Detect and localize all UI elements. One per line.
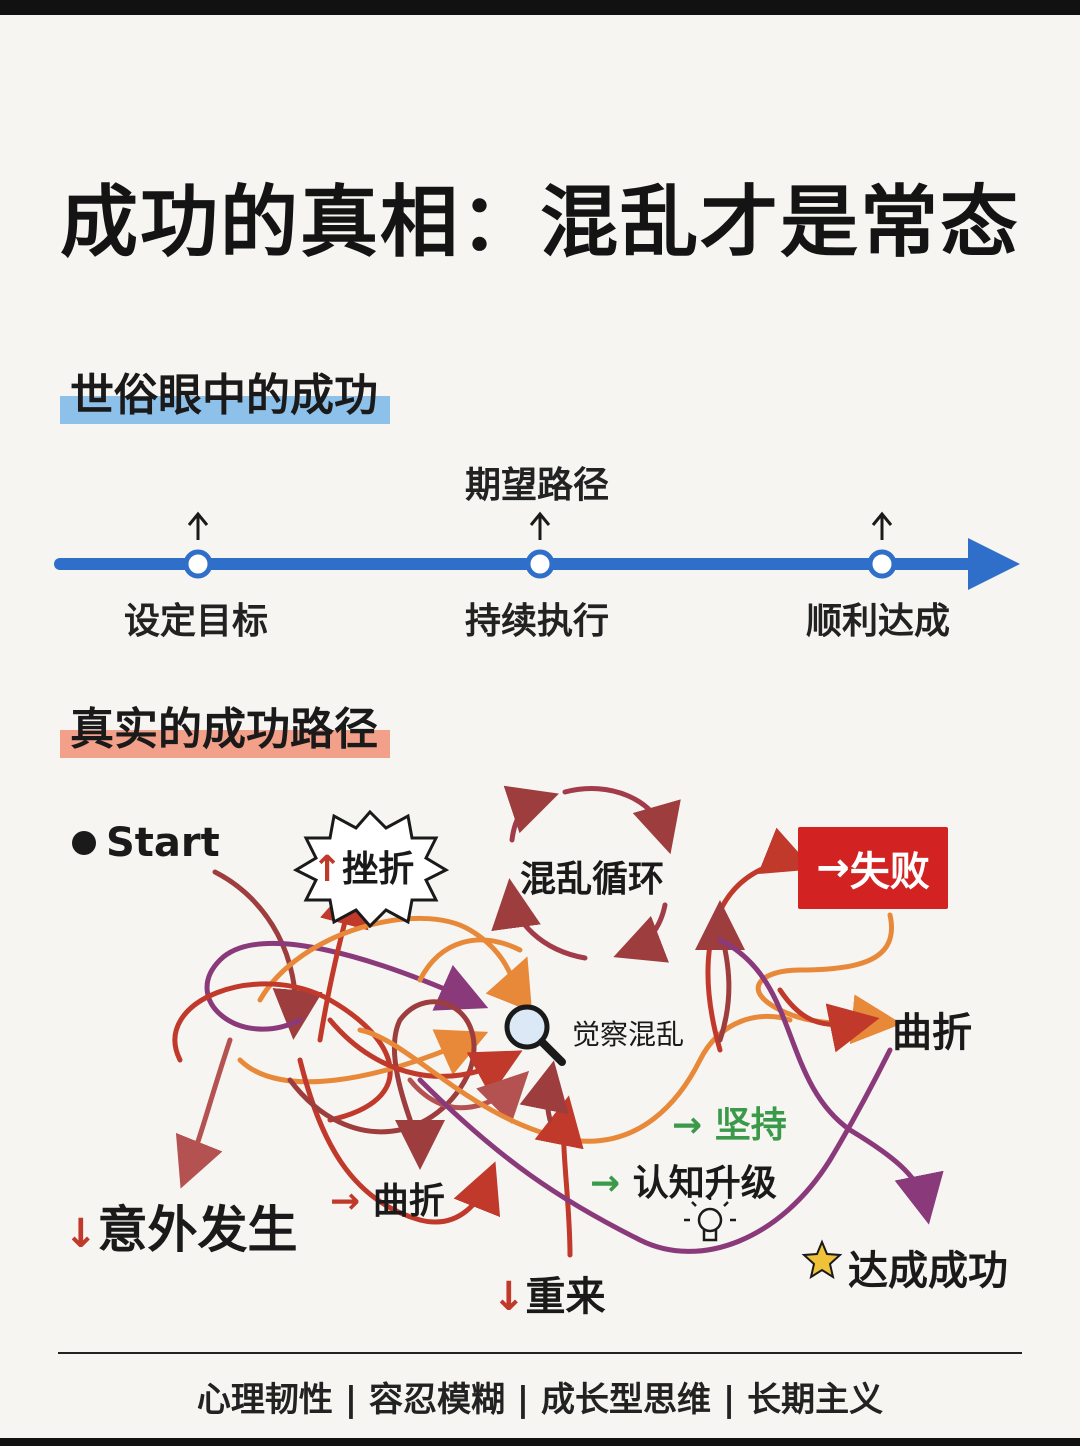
right-arrow-icon: → <box>816 845 850 891</box>
setback-burst-icon <box>292 809 450 929</box>
restart-label: ↓重来 <box>492 1274 606 1320</box>
step-set-goal: 设定目标 <box>124 601 269 642</box>
down-arrow-icon: ↓ <box>492 1274 526 1320</box>
twist-bottom-label: → 曲折 <box>330 1181 445 1222</box>
section-expected-heading: 世俗眼中的成功 <box>60 368 390 424</box>
expected-path-label: 期望路径 <box>465 465 610 506</box>
footer-item: 长期主义 <box>747 1380 884 1420</box>
chaos-cycle-label: 混乱循环 <box>520 859 665 900</box>
step-achieved: 顺利达成 <box>806 601 951 642</box>
page-title: 成功的真相：混乱才是常态 <box>59 178 1020 268</box>
start-dot-icon <box>72 831 96 855</box>
right-arrow-icon: → <box>590 1163 633 1204</box>
footer-item: 成长型思维 <box>541 1380 712 1420</box>
start-label: Start <box>106 820 220 866</box>
timeline-node-2 <box>525 511 555 579</box>
right-arrow-icon: → <box>330 1181 373 1222</box>
awareness-label: 觉察混乱 <box>572 1018 685 1051</box>
cognitive-upgrade-label: → 认知升级 <box>590 1163 777 1204</box>
footer-keywords: 心理韧性 | 容忍模糊 | 成长型思维 | 长期主义 <box>196 1380 884 1420</box>
timeline-node-1 <box>183 511 213 579</box>
timeline-node-3 <box>867 511 897 579</box>
success-label: 达成成功 <box>848 1248 1008 1294</box>
right-arrow-icon: → <box>672 1105 715 1146</box>
up-arrow-icon: ↑ <box>312 849 343 890</box>
step-keep-executing: 持续执行 <box>465 601 610 642</box>
footer-divider <box>58 1352 1022 1354</box>
twist-right-label: 曲折 <box>892 1010 972 1056</box>
bottom-bar <box>0 1438 1080 1446</box>
accident-label: ↓意外发生 <box>64 1201 298 1259</box>
down-arrow-icon: ↓ <box>64 1211 98 1257</box>
top-bar <box>0 0 1080 15</box>
lightbulb-icon <box>684 1194 736 1242</box>
setback-label: ↑挫折 <box>312 849 415 890</box>
footer-item: 容忍模糊 <box>368 1380 505 1420</box>
tangled-path <box>172 827 944 1258</box>
magnifier-icon <box>504 1004 566 1066</box>
section-real-heading: 真实的成功路径 <box>60 702 390 758</box>
expected-timeline <box>54 511 1020 590</box>
footer-item: 心理韧性 <box>196 1380 333 1420</box>
persist-label: → 坚持 <box>672 1105 787 1146</box>
failure-box: →失败 <box>798 827 948 909</box>
star-icon <box>801 1239 843 1280</box>
chaos-cycle-arrows <box>491 785 681 963</box>
